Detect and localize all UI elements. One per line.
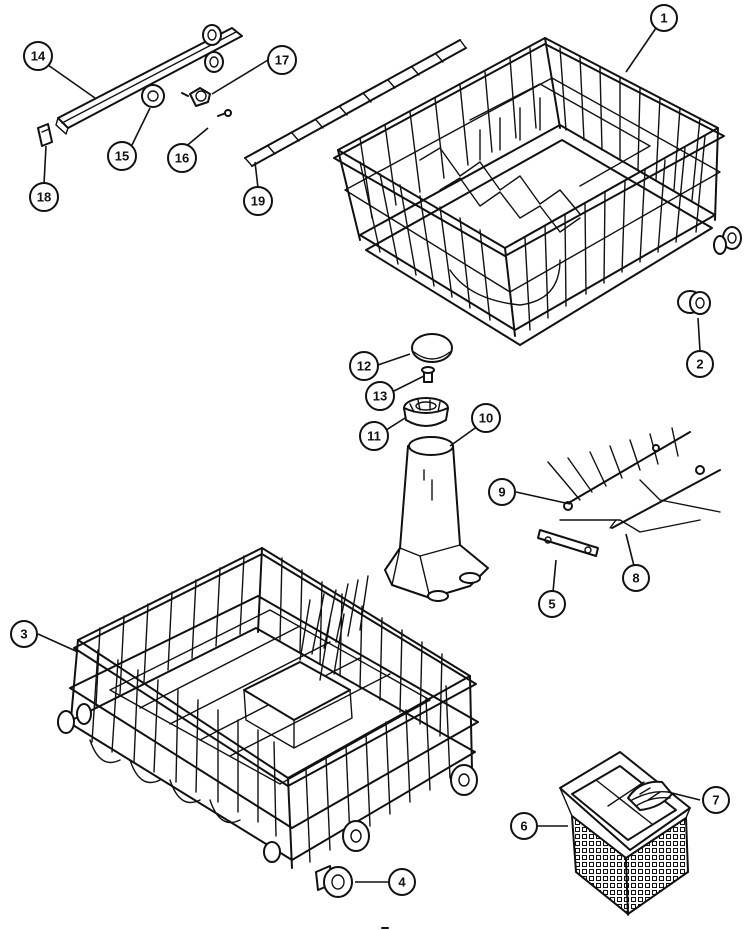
lower-rack-part	[57, 547, 479, 869]
callout-5: 5	[538, 590, 566, 618]
callout-9: 9	[488, 478, 516, 506]
callout-16: 16	[167, 143, 197, 173]
callout-8: 8	[622, 564, 650, 592]
callout-5-label: 5	[548, 597, 555, 612]
rail-roller-part	[141, 84, 165, 108]
callout-3-label: 3	[20, 627, 27, 642]
callout-14: 14	[23, 41, 53, 71]
callout-1: 1	[650, 4, 678, 32]
tine-clip-part	[537, 529, 599, 557]
spray-tower-cap-part	[411, 333, 453, 363]
callout-12: 12	[349, 351, 379, 381]
callout-4-label: 4	[398, 875, 406, 890]
callout-16-label: 16	[175, 151, 189, 166]
callout-17-label: 17	[275, 53, 289, 68]
callout-11: 11	[359, 421, 389, 451]
spray-tower-nut-part	[403, 397, 449, 427]
spray-tower-pin-part	[421, 366, 435, 383]
callout-8-label: 8	[632, 571, 639, 586]
callout-1-label: 1	[660, 11, 667, 26]
callout-9-label: 9	[498, 485, 505, 500]
leader-lines	[37, 27, 701, 883]
callout-18: 18	[29, 182, 59, 212]
callout-14-label: 14	[31, 49, 46, 64]
silverware-basket-part	[559, 751, 691, 917]
callout-15: 15	[107, 141, 137, 171]
callout-7: 7	[702, 786, 730, 814]
callout-11-label: 11	[367, 429, 381, 444]
callout-4: 4	[388, 868, 416, 896]
callout-19: 19	[243, 186, 273, 216]
callout-2: 2	[686, 350, 714, 378]
callout-2-label: 2	[696, 357, 703, 372]
callout-10: 10	[471, 403, 501, 433]
callout-12-label: 12	[357, 359, 371, 374]
rail-end-cap-part	[37, 123, 53, 147]
rack-rail-part	[55, 24, 243, 135]
fold-down-tine-row-part	[547, 427, 721, 533]
callout-10-label: 10	[479, 411, 493, 426]
callout-13: 13	[365, 381, 395, 411]
callout-7-label: 7	[712, 793, 719, 808]
spray-tower-part	[384, 436, 489, 602]
callout-15-label: 15	[115, 149, 129, 164]
callout-3: 3	[10, 620, 38, 648]
callout-6-label: 6	[520, 819, 527, 834]
roller-stud-part	[181, 87, 211, 107]
callout-18-label: 18	[37, 190, 51, 205]
basket-lid-part	[627, 780, 673, 811]
callout-13-label: 13	[373, 389, 387, 404]
wire-rail-part	[244, 39, 467, 167]
screw-part	[217, 109, 232, 117]
upper-rack-wheel-part	[677, 290, 711, 315]
lower-rack-wheel-part	[315, 865, 353, 898]
callout-19-label: 19	[251, 194, 265, 209]
upper-rack-part	[333, 37, 742, 346]
callout-17: 17	[267, 45, 297, 75]
callout-6: 6	[510, 812, 538, 840]
